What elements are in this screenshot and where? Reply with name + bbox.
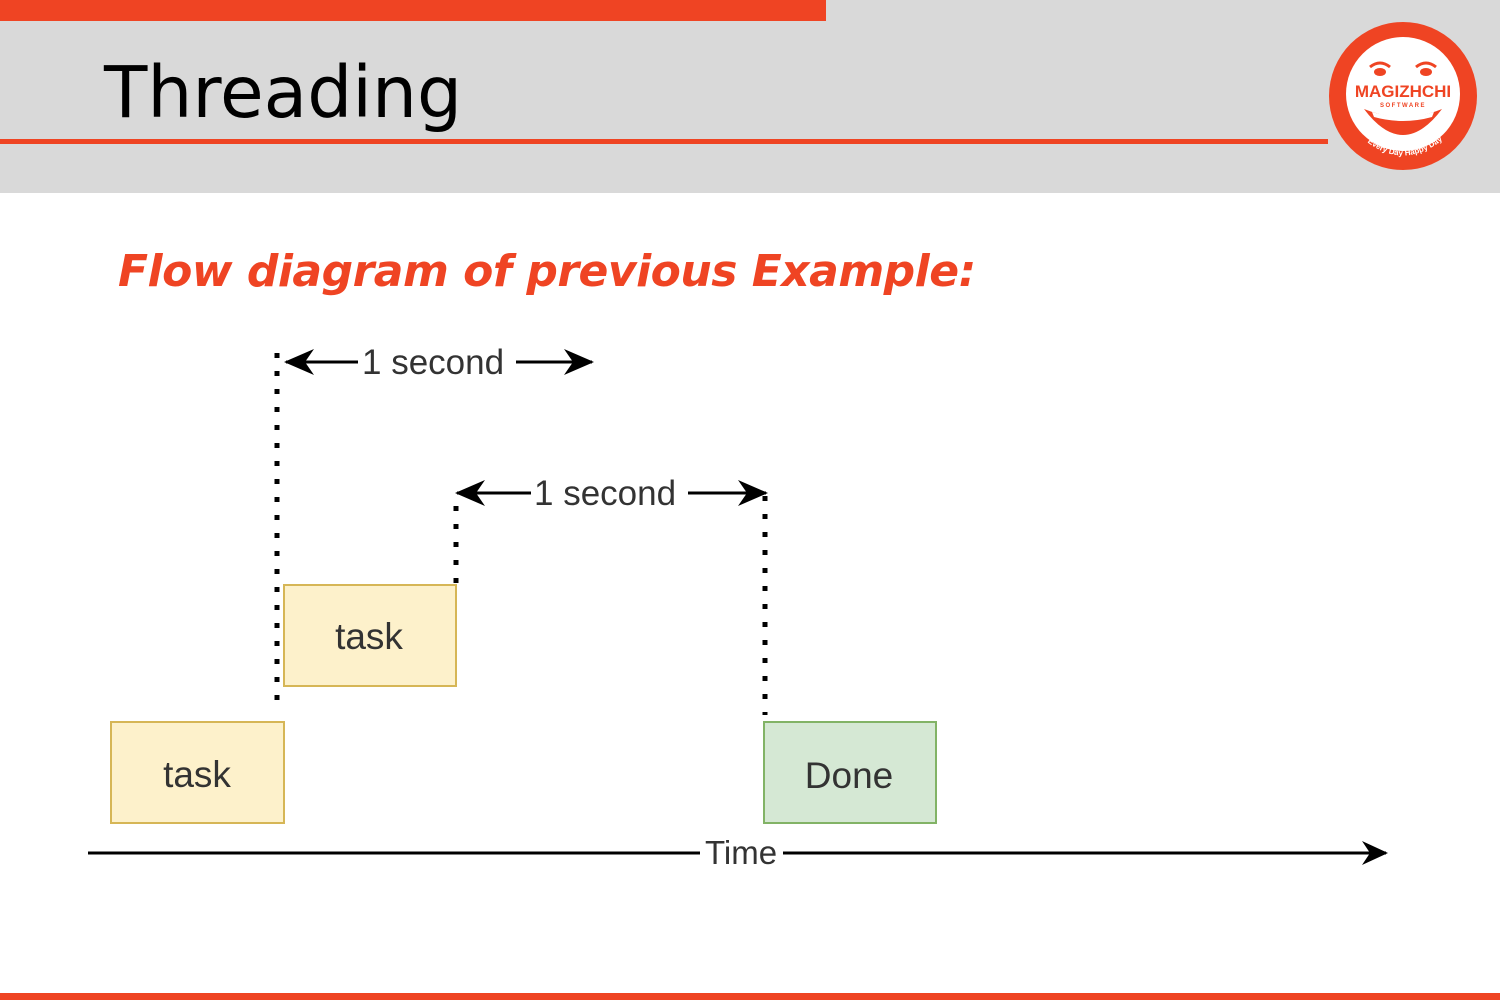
bottom-rule [0, 993, 1500, 1000]
title-underline [0, 139, 1328, 144]
top-accent-bar [0, 0, 826, 21]
logo-software-text: SOFTWARE [1380, 103, 1426, 109]
slide-title: Threading [104, 51, 463, 134]
task-box [283, 584, 457, 687]
task-box-label: task [163, 754, 231, 795]
interval-label: 1 second [534, 474, 676, 513]
task-box-label: task [335, 616, 403, 657]
time-axis-label: Time [705, 834, 777, 871]
header-band [0, 0, 1500, 193]
done-box [763, 721, 937, 824]
logo-brand-text: MAGIZHCHI [1355, 82, 1451, 101]
slide-subtitle: Flow diagram of previous Example: [118, 246, 976, 297]
done-box-label: Done [805, 755, 893, 796]
interval-label: 1 second [362, 343, 504, 382]
task-box [110, 721, 285, 824]
magizhchi-logo-icon: MAGIZHCHI SOFTWARE Every Day Happy Day [1329, 22, 1477, 170]
